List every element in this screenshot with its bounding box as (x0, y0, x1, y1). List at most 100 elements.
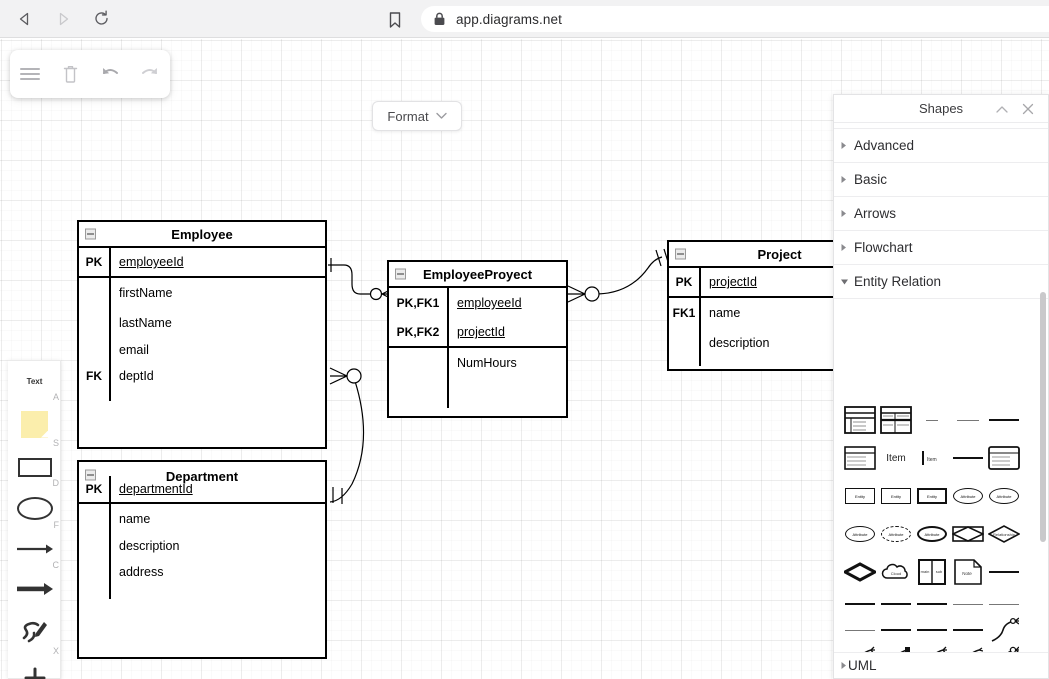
er-row[interactable]: NumHours (389, 348, 566, 378)
svg-text:Cloud: Cloud (891, 571, 901, 576)
ellipse-icon (16, 496, 53, 520)
reload-button[interactable] (86, 4, 116, 34)
shape-small-line-3[interactable] (986, 403, 1022, 437)
er-row[interactable]: PK,FK1 employeeId (389, 288, 566, 318)
entity-relation-shape-grid[interactable]: Item Item (834, 397, 1048, 678)
shape-section-arrows[interactable]: Arrows (834, 197, 1048, 231)
collapse-minus-icon[interactable] (675, 248, 686, 260)
collapse-minus-icon[interactable] (85, 469, 96, 481)
er-table-employee[interactable]: Employee PK employeeId firstName lastNam… (77, 220, 327, 449)
back-button[interactable] (10, 4, 40, 34)
er-row[interactable]: lastName (79, 308, 325, 338)
shape-relationship-bold-diamond[interactable] (842, 555, 878, 589)
shape-item[interactable]: Item (878, 441, 914, 475)
shape-table-4[interactable] (986, 441, 1022, 475)
er-table-department[interactable]: Department PK departmentId name descript… (77, 460, 327, 659)
shape-entity-2[interactable]: Entity (878, 479, 914, 513)
shape-line-i[interactable] (950, 619, 986, 641)
rectangle-tool[interactable]: D (8, 447, 61, 488)
er-row[interactable]: PK departmentId (79, 476, 325, 504)
er-row[interactable]: description (669, 328, 850, 358)
shape-attribute-bold[interactable]: Attribute (914, 517, 950, 551)
er-row[interactable]: PK employeeId (79, 248, 325, 278)
shape-line-g[interactable] (878, 619, 914, 641)
delete-button[interactable] (55, 59, 85, 89)
add-shape-tool[interactable] (8, 655, 61, 679)
shape-two-column[interactable]: main sub (914, 555, 950, 589)
er-row[interactable]: name (79, 504, 325, 534)
collapse-minus-icon[interactable] (395, 268, 406, 280)
shape-section-flowchart[interactable]: Flowchart (834, 231, 1048, 265)
shape-divider-line[interactable] (950, 441, 986, 475)
note-tool[interactable]: S (8, 401, 61, 448)
er-row[interactable]: description (79, 534, 325, 557)
format-button[interactable]: Format (372, 101, 462, 131)
connector-employeeproyect-to-project[interactable] (567, 248, 670, 303)
shape-small-line-1[interactable] (914, 403, 950, 437)
shape-entity-3-bold[interactable]: Entity (914, 479, 950, 513)
shape-cloud[interactable]: Cloud (878, 555, 914, 589)
er-row[interactable]: firstName (79, 278, 325, 308)
svg-text:Item: Item (927, 457, 937, 463)
shape-connector-1[interactable] (986, 617, 1022, 642)
shape-line-e[interactable] (986, 593, 1022, 615)
shape-table-1[interactable] (842, 403, 878, 437)
shape-section-advanced[interactable]: Advanced (834, 129, 1048, 163)
url-text: app.diagrams.net (456, 11, 562, 27)
menu-button[interactable] (15, 59, 45, 89)
ellipse-tool[interactable]: F (8, 487, 61, 530)
shape-small-line-2[interactable] (950, 403, 986, 437)
arrow-tool[interactable]: C (8, 529, 61, 570)
shape-item-left-bar[interactable]: Item (914, 441, 950, 475)
er-row[interactable]: FK deptId (79, 361, 325, 391)
shape-line-b[interactable] (878, 593, 914, 615)
er-row[interactable]: PK projectId (669, 268, 850, 298)
thick-arrow-tool[interactable] (8, 569, 61, 609)
trash-icon (63, 66, 77, 83)
er-row[interactable]: FK1 name (669, 298, 850, 328)
er-table-employeeproyect[interactable]: EmployeeProyect PK,FK1 employeeId PK,FK2… (387, 260, 568, 418)
redo-icon (142, 68, 157, 74)
attribute-ellipse-icon: Attribute (989, 488, 1019, 504)
close-panel-button[interactable] (1018, 99, 1038, 119)
shape-line-c[interactable] (914, 593, 950, 615)
address-bar[interactable]: app.diagrams.net (421, 6, 1049, 32)
er-row[interactable]: email (79, 338, 325, 361)
shape-attribute-dashed[interactable]: Attribute (878, 517, 914, 551)
er-row[interactable]: PK,FK2 projectId (389, 318, 566, 348)
shape-line-d[interactable] (950, 593, 986, 615)
shape-relationship-boxed[interactable] (950, 517, 986, 551)
shape-plain-line[interactable] (986, 555, 1022, 589)
freehand-tool[interactable]: X (8, 609, 61, 656)
text-tool[interactable]: Text A (8, 361, 61, 403)
undo-button[interactable] (95, 59, 125, 89)
shape-relationship-diamond[interactable]: Relationship (986, 517, 1022, 551)
shape-line-h[interactable] (914, 619, 950, 641)
connector-employee-to-employeeproyect[interactable] (328, 258, 395, 301)
shape-attribute-2[interactable]: Attribute (986, 479, 1022, 513)
cloud-shape-icon: Cloud (881, 563, 908, 579)
shape-note[interactable]: Note (950, 555, 986, 589)
shape-attribute-1[interactable]: Attribute (950, 479, 986, 513)
er-row[interactable]: address (79, 557, 325, 587)
shape-line-f[interactable] (842, 619, 878, 641)
collapse-minus-icon[interactable] (85, 228, 96, 240)
forward-button[interactable] (48, 4, 78, 34)
redo-button[interactable] (135, 59, 165, 89)
shape-section-entity-relation[interactable]: Entity Relation (834, 265, 1048, 299)
shape-line-a[interactable] (842, 593, 878, 615)
rectangle-icon (17, 457, 52, 477)
er-table-project[interactable]: Project PK projectId FK1 name descriptio… (667, 240, 852, 371)
collapse-panel-button[interactable] (992, 99, 1012, 119)
shape-table-3[interactable] (842, 441, 878, 475)
shapes-panel-scrollbar[interactable] (1040, 292, 1046, 542)
shape-section-label: Entity Relation (854, 274, 942, 289)
connector-employee-to-department[interactable] (329, 367, 365, 504)
shape-attribute-3[interactable]: Attribute (842, 517, 878, 551)
shape-entity-1[interactable]: Entity (842, 479, 878, 513)
attribute-ellipse-icon: Attribute (953, 488, 983, 504)
shape-section-uml[interactable]: UML (834, 652, 1048, 678)
shape-table-2[interactable] (878, 403, 914, 437)
bookmark-icon[interactable] (385, 10, 405, 30)
shape-section-basic[interactable]: Basic (834, 163, 1048, 197)
